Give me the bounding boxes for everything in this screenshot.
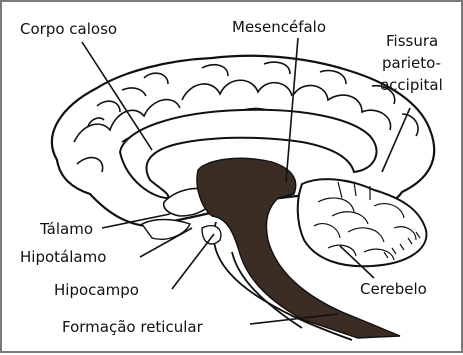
label-corpo-caloso: Corpo caloso	[20, 20, 117, 38]
label-hipotalamo: Hipotálamo	[20, 248, 106, 266]
label-hipocampo: Hipocampo	[54, 281, 139, 299]
label-formacao-reticular: Formação reticular	[62, 318, 204, 336]
label-fissura-line3: occipital	[380, 76, 443, 94]
label-fissura-line1: Fissura	[386, 32, 438, 50]
hippocampus-shape	[202, 226, 221, 244]
label-mesencefalo: Mesencéfalo	[232, 18, 326, 36]
hypothalamus-shape	[142, 220, 190, 240]
label-cerebelo: Cerebelo	[360, 280, 427, 298]
leader-hipocampo	[172, 234, 214, 289]
label-fissura-line2: parieto-	[382, 54, 441, 72]
label-talamo: Tálamo	[39, 220, 93, 238]
cerebellum-shape	[298, 179, 427, 266]
